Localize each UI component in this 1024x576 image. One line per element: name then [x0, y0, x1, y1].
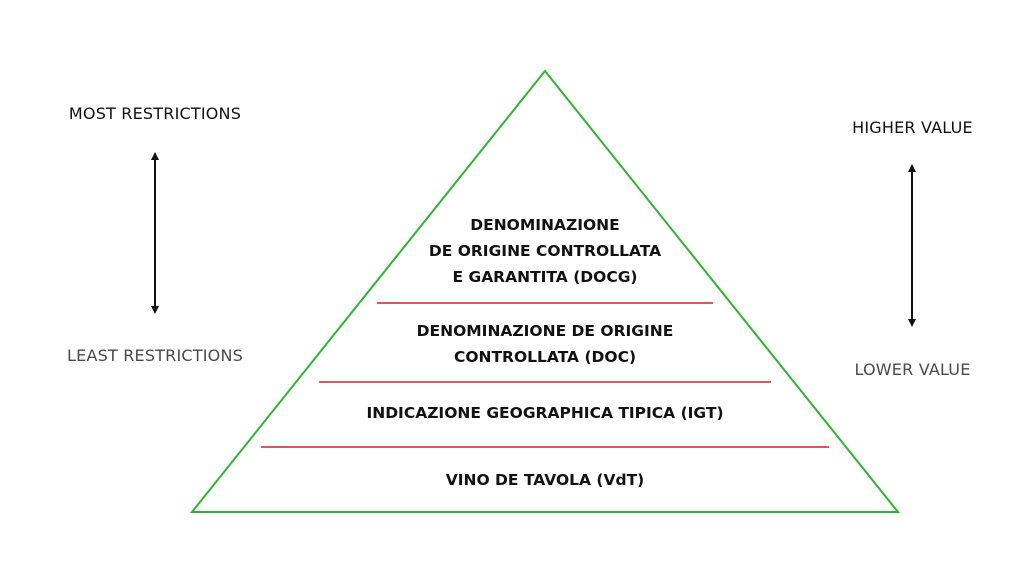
lower-value-label: LOWER VALUE	[854, 360, 971, 379]
tier-docg-line-1: DENOMINAZIONE	[470, 216, 620, 234]
tier-vdt-line-1: VINO DE TAVOLA (VdT)	[445, 471, 645, 489]
tier-docg-label: DENOMINAZIONE DE ORIGINE CONTROLLATA E G…	[395, 212, 695, 290]
tier-igt-label: INDICAZIONE GEOGRAPHICA TIPICA (IGT)	[330, 400, 760, 426]
tier-docg-line-3: E GARANTITA (DOCG)	[452, 268, 638, 286]
tier-vdt-label: VINO DE TAVOLA (VdT)	[390, 467, 700, 493]
tier-docg-line-2: DE ORIGINE CONTROLLATA	[428, 242, 662, 260]
tier-doc-line-2: CONTROLLATA (DOC)	[453, 348, 637, 366]
least-restrictions-label: LEAST RESTRICTIONS	[67, 346, 243, 365]
tier-doc-label: DENOMINAZIONE DE ORIGINE CONTROLLATA (DO…	[385, 318, 705, 370]
most-restrictions-label: MOST RESTRICTIONS	[68, 104, 242, 123]
tier-igt-line-1: INDICAZIONE GEOGRAPHICA TIPICA (IGT)	[366, 404, 724, 422]
higher-value-label: HIGHER VALUE	[852, 118, 973, 137]
pyramid-outline	[189, 69, 901, 513]
tier-doc-line-1: DENOMINAZIONE DE ORIGINE	[416, 322, 674, 340]
